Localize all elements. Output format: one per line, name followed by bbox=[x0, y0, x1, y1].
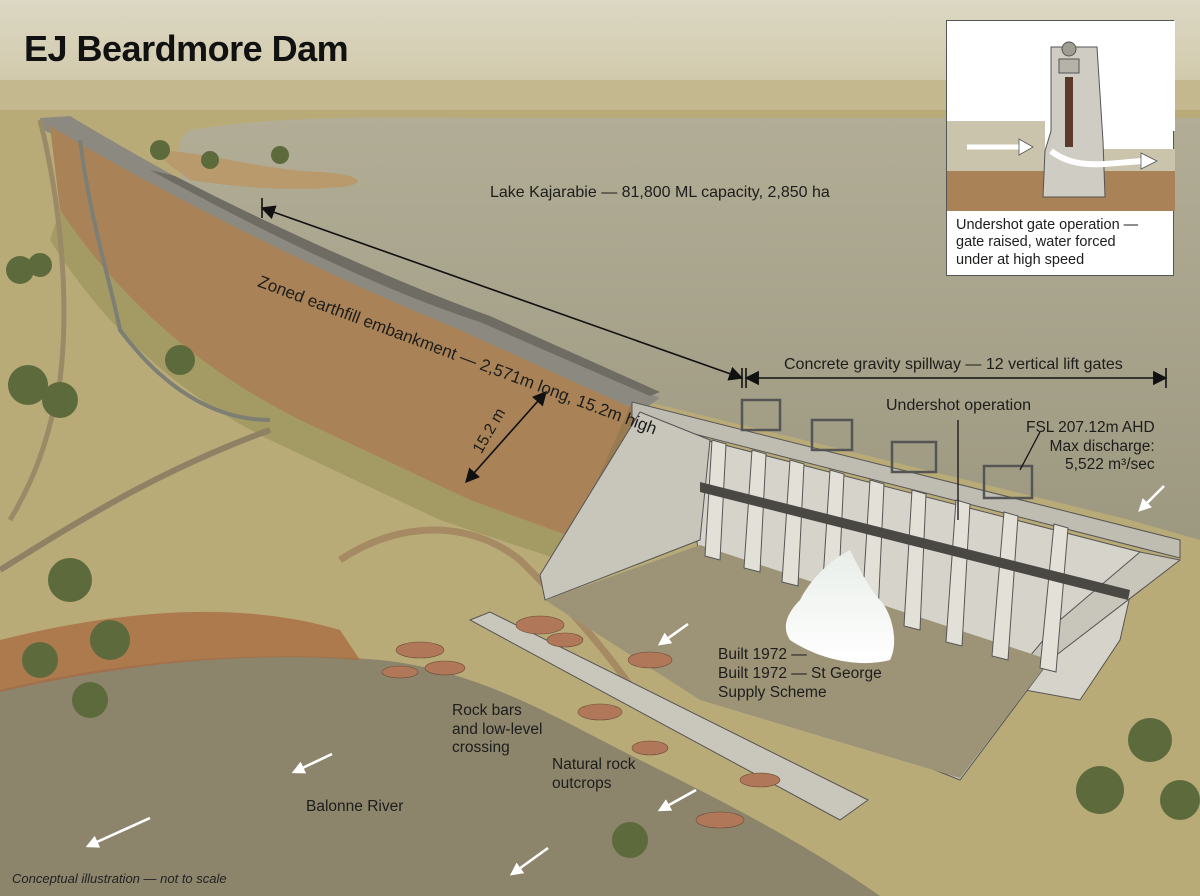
lake-label: Lake Kajarabie — 81,800 ML capacity, 2,8… bbox=[490, 184, 830, 202]
gate-cross-section bbox=[947, 21, 1175, 211]
scale-note: Conceptual illustration — not to scale bbox=[12, 872, 227, 887]
built-line-3: Supply Scheme bbox=[718, 684, 882, 703]
rock-bars-label: Rock bars and low-level crossing bbox=[452, 702, 542, 758]
inset-gate bbox=[1065, 77, 1073, 147]
page-title: EJ Beardmore Dam bbox=[24, 28, 348, 69]
fsl-label: FSL 207.12m AHD Max discharge: 5,522 m³/… bbox=[1026, 419, 1155, 475]
river-label: Balonne River bbox=[306, 798, 403, 816]
inset-hoist bbox=[1062, 42, 1076, 56]
built-line-1: Built 1972 — bbox=[718, 646, 882, 665]
inset-caption: Undershot gate operation — gate raised, … bbox=[956, 217, 1138, 269]
outcrops-label: Natural rock outcrops bbox=[552, 756, 636, 793]
built-line-2: Built 1972 — St George bbox=[718, 665, 882, 684]
spillway-label: Concrete gravity spillway — 12 vertical … bbox=[784, 356, 1123, 374]
undershot-label: Undershot operation bbox=[886, 397, 1031, 415]
undershot-gate-inset: Undershot gate operation — gate raised, … bbox=[946, 20, 1174, 276]
built-label: Built 1972 — Built 1972 — St George Supp… bbox=[718, 646, 882, 703]
inset-gate-guide bbox=[1059, 59, 1079, 73]
